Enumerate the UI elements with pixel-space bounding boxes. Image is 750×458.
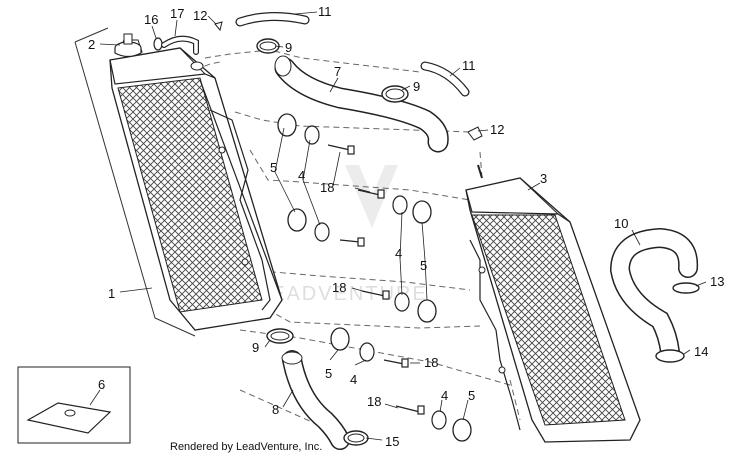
callout-12: 12 — [490, 122, 504, 137]
breather-hose-11-right[interactable] — [420, 61, 470, 97]
clip-12-top[interactable] — [214, 21, 223, 32]
assembly-outline — [74, 27, 196, 337]
callout-18: 18 — [424, 355, 438, 370]
callout-2: 2 — [88, 37, 95, 52]
callout-18: 18 — [332, 280, 346, 295]
callout-7: 7 — [334, 64, 341, 79]
inset-box-6 — [17, 366, 131, 444]
spacer-4[interactable] — [304, 125, 447, 430]
callout-4: 4 — [350, 372, 357, 387]
clip-12-right[interactable] — [467, 126, 483, 141]
o-ring-16[interactable] — [153, 37, 163, 51]
callout-10: 10 — [614, 216, 628, 231]
callout-5: 5 — [325, 366, 332, 381]
callout-18: 18 — [367, 394, 381, 409]
callout-17: 17 — [170, 6, 184, 21]
breather-hose-11-top[interactable] — [235, 11, 310, 27]
callout-4: 4 — [441, 388, 448, 403]
radiator-cap[interactable] — [114, 33, 142, 58]
callout-8: 8 — [272, 402, 279, 417]
callout-9: 9 — [252, 340, 259, 355]
leader-lines — [89, 11, 707, 441]
callout-5: 5 — [420, 258, 427, 273]
callout-13: 13 — [710, 274, 724, 289]
overflow-hose-17[interactable] — [161, 35, 199, 55]
callout-6: 6 — [98, 377, 105, 392]
hose-clamp-14[interactable] — [655, 349, 685, 363]
render-credit: Rendered by LeadVenture, Inc. — [170, 441, 322, 453]
hose-clamp-15[interactable] — [343, 430, 369, 446]
grommet-5[interactable] — [277, 113, 472, 442]
callout-4: 4 — [395, 246, 402, 261]
callout-18: 18 — [320, 180, 334, 195]
right-radiator[interactable] — [465, 164, 641, 443]
callout-3: 3 — [540, 171, 547, 186]
callout-5: 5 — [270, 160, 277, 175]
callout-9: 9 — [285, 40, 292, 55]
left-radiator[interactable] — [109, 39, 283, 331]
bolt-18[interactable] — [327, 144, 425, 415]
callout-11: 11 — [318, 4, 332, 19]
callout-11: 11 — [462, 58, 476, 73]
callout-9: 9 — [413, 79, 420, 94]
lower-hose-8[interactable] — [281, 350, 350, 450]
callout-labels: 1 2 3 4 4 4 4 5 5 5 5 6 7 8 9 9 9 10 11 … — [88, 4, 724, 449]
callout-5: 5 — [468, 388, 475, 403]
hose-clamp-9-bottom[interactable] — [266, 328, 294, 344]
connecting-hose-10[interactable] — [609, 227, 699, 362]
callout-4: 4 — [298, 168, 305, 183]
hose-clamp-13[interactable] — [672, 282, 700, 294]
callout-1: 1 — [108, 286, 115, 301]
hose-clamp-9-top[interactable] — [256, 38, 280, 54]
callout-16: 16 — [144, 12, 158, 27]
upper-hose-7[interactable] — [274, 55, 449, 153]
callout-14: 14 — [694, 344, 708, 359]
hose-clamp-9-mid[interactable] — [381, 85, 409, 103]
callout-15: 15 — [385, 434, 399, 449]
callout-12: 12 — [193, 8, 207, 23]
